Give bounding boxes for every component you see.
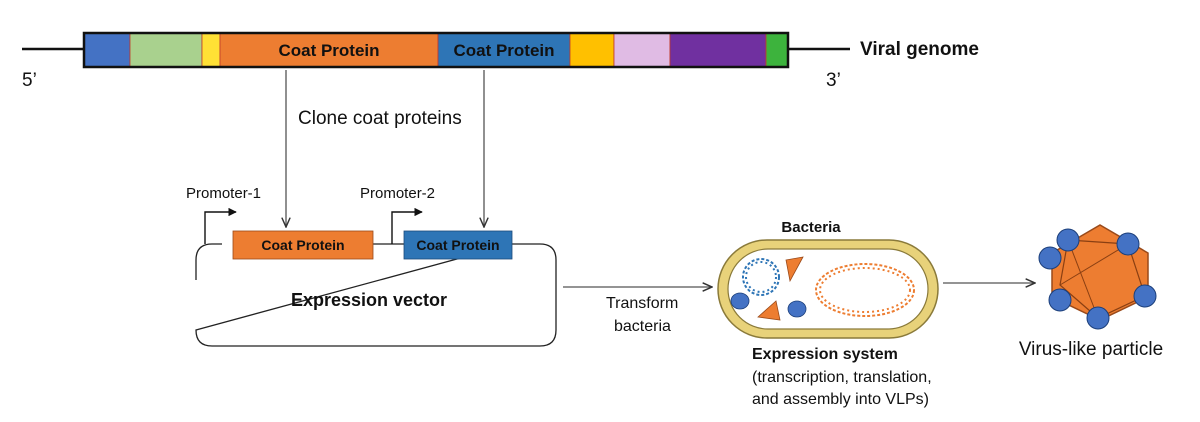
promoter-2-label: Promoter-2	[360, 185, 435, 202]
promoter-2-arrow	[391, 207, 423, 244]
capsomere-node	[1048, 288, 1072, 312]
virus-like-particle: Virus-like particle	[1019, 224, 1163, 360]
capsomere-node	[1056, 228, 1080, 252]
capsomere-node	[1116, 232, 1140, 256]
genome-segment	[613, 32, 671, 68]
coat-protein-blob-2	[787, 300, 807, 318]
transform-label-line-1: Transform	[606, 295, 678, 312]
vlp-capsomeres	[1038, 228, 1157, 330]
expression-system-label: Expression system	[752, 346, 898, 363]
expression-vector-label: Expression vector	[291, 290, 447, 310]
vlp-edge-2	[1059, 243, 1129, 286]
coat-protein-triangle-1	[785, 256, 804, 283]
bacteria-title: Bacteria	[781, 219, 841, 236]
clone-label: Clone coat proteins	[298, 108, 462, 129]
gene-1-box	[232, 230, 374, 260]
gene-2-label: Coat Protein	[416, 237, 499, 253]
genome-segment	[569, 32, 615, 68]
transform-label-line-2: bacteria	[614, 318, 671, 335]
viral-genome: Coat Protein Coat Protein 5’ 3’ Viral gen…	[22, 31, 979, 91]
coat-protein-triangle-2	[757, 300, 781, 321]
plasmid-dna	[742, 258, 780, 296]
vlp-edge-1	[1067, 239, 1099, 319]
capsomere-node	[1133, 284, 1157, 308]
expression-system-caption-1: (transcription, translation,	[752, 369, 932, 386]
promoter-1-label: Promoter-1	[186, 185, 261, 202]
coat-protein-blob-1	[730, 292, 750, 310]
vlp-label: Virus-like particle	[1019, 339, 1163, 360]
capsomere-node	[1038, 246, 1062, 270]
genome-segment	[83, 32, 131, 68]
genome-segments: Coat Protein Coat Protein	[83, 32, 789, 68]
expression-vector: Promoter-1 Promoter-2 Coat Protein Coat …	[186, 185, 557, 347]
gene-2-box	[403, 230, 513, 260]
genome-segment	[129, 32, 203, 68]
five-prime-label: 5’	[22, 70, 37, 91]
genome-segment	[765, 32, 789, 68]
genome-segment	[201, 32, 221, 68]
expression-system-caption-2: and assembly into VLPs)	[752, 391, 929, 408]
bacterium: Bacteria Expression system (transcriptio…	[717, 219, 939, 408]
genome-segment	[669, 32, 767, 68]
capsomere-node	[1086, 306, 1110, 330]
three-prime-label: 3’	[826, 70, 841, 91]
genome-segment	[219, 32, 439, 68]
genome-outline	[82, 31, 790, 69]
genome-segment-label: Coat Protein	[453, 41, 554, 60]
viral-genome-label: Viral genome	[860, 39, 979, 60]
promoter-1-arrow	[204, 207, 237, 244]
chromosomal-dna	[815, 263, 915, 317]
genome-segment-label: Coat Protein	[278, 41, 379, 60]
gene-1-label: Coat Protein	[261, 237, 344, 253]
vector-outline	[195, 243, 557, 347]
